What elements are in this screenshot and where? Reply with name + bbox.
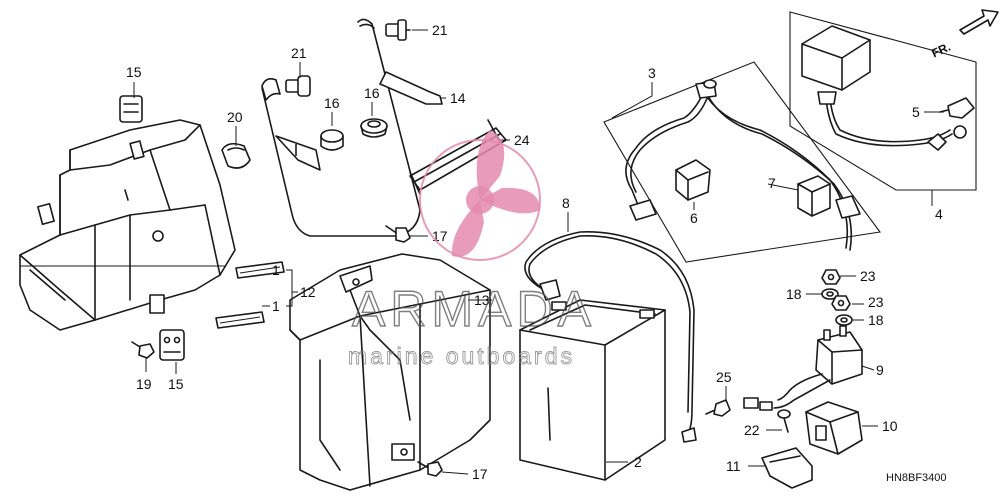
callout-1-lower: 1 <box>272 298 280 314</box>
bolt-25 <box>705 399 731 417</box>
callout-4: 4 <box>935 206 943 222</box>
ground-cable-frame <box>789 11 977 191</box>
battery-band-14 <box>261 18 443 237</box>
callout-1-upper: 1 <box>272 262 280 278</box>
bolt-21-mid <box>285 75 311 97</box>
terminal-cover-6 <box>675 159 711 201</box>
terminal-cover-4 <box>801 25 871 91</box>
cable-4 <box>817 91 967 151</box>
callout-16-right: 16 <box>364 85 380 101</box>
callout-13: 13 <box>474 292 490 308</box>
leader-lines <box>20 29 944 475</box>
callout-15-bottom: 15 <box>168 376 184 392</box>
starter-relay-9 <box>743 325 863 411</box>
watermark-subtitle: marine outboards <box>348 343 575 369</box>
grommet-16-left <box>320 129 344 151</box>
battery-2 <box>519 299 666 481</box>
callout-15-top: 15 <box>126 64 142 80</box>
callout-9: 9 <box>876 362 884 378</box>
callout-23-top: 23 <box>860 268 876 284</box>
washer-18-mid <box>835 314 853 326</box>
relay-mount-10 <box>805 401 863 455</box>
nut-23-top <box>821 269 841 285</box>
callout-21-top: 21 <box>432 22 448 38</box>
callout-16-left: 16 <box>324 95 340 111</box>
grommet-16-right <box>360 118 388 138</box>
callout-14: 14 <box>450 90 466 106</box>
screw-22 <box>777 409 791 433</box>
rubber-pad-upper <box>235 261 285 279</box>
callout-24: 24 <box>514 132 530 148</box>
callout-17-bottom: 17 <box>472 466 488 482</box>
callout-2: 2 <box>634 454 642 470</box>
callout-22: 22 <box>744 422 760 438</box>
bolt-17-bottom <box>417 461 443 477</box>
rubber-pad-lower <box>215 311 265 329</box>
callout-19: 19 <box>136 376 152 392</box>
callout-18-top: 18 <box>786 286 802 302</box>
battery-tray <box>19 119 236 331</box>
callout-5: 5 <box>912 104 920 120</box>
callout-8: 8 <box>562 195 570 211</box>
bolt-19 <box>131 341 155 359</box>
front-direction-label: FR. <box>929 40 952 61</box>
callout-12: 12 <box>300 284 316 300</box>
callout-17-top: 17 <box>432 228 448 244</box>
battery-clip-bottom <box>159 329 185 361</box>
callout-20: 20 <box>227 109 243 125</box>
cable-3 <box>625 79 861 251</box>
nut-23-mid <box>831 295 851 311</box>
cable-8 <box>524 231 697 443</box>
armada-watermark: ARMADA marine outboards <box>348 130 596 369</box>
callout-18-mid: 18 <box>868 312 884 328</box>
callout-23-mid: 23 <box>868 294 884 310</box>
cable-assembly-frame <box>603 61 881 263</box>
relay-bracket-11 <box>761 447 813 489</box>
front-direction-arrow: FR. <box>929 9 999 61</box>
callout-25: 25 <box>716 369 732 385</box>
terminal-cap-5 <box>939 97 975 119</box>
grommet-20 <box>221 142 251 169</box>
terminal-cover-7 <box>797 175 831 217</box>
callout-3: 3 <box>648 65 656 81</box>
callout-labels: 15 20 21 16 16 21 14 24 17 1 12 1 13 19 … <box>126 22 947 484</box>
callout-10: 10 <box>882 418 898 434</box>
callout-21-mid: 21 <box>291 45 307 61</box>
watermark-title: ARMADA <box>352 281 596 337</box>
propeller-logo-icon <box>419 130 541 261</box>
diagram-code: HN8BF3400 <box>886 472 947 484</box>
battery-cover-13 <box>289 253 491 491</box>
callout-6: 6 <box>690 210 698 226</box>
battery-clip-top <box>119 95 143 123</box>
callout-11: 11 <box>726 458 741 474</box>
bolt-21-top <box>385 19 411 41</box>
callout-7: 7 <box>768 175 776 191</box>
bolt-17-top <box>385 225 411 243</box>
